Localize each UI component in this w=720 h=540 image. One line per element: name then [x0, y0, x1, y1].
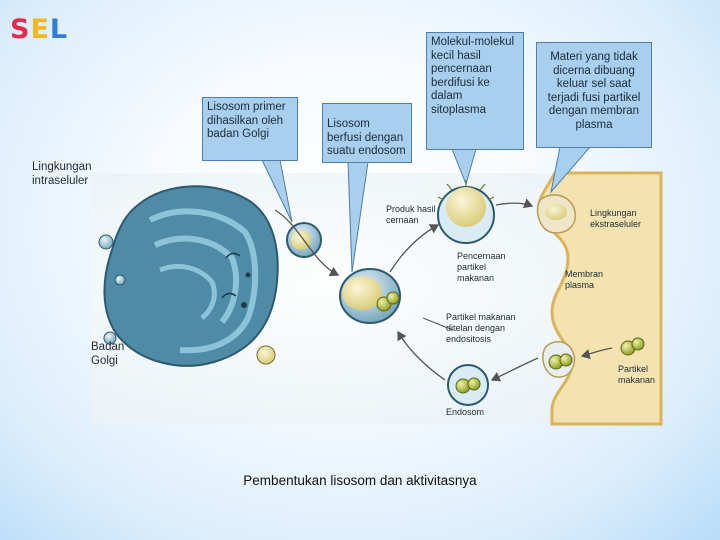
label-extracellular: Lingkungan ekstraseluler	[590, 208, 642, 229]
endocytosis-pit	[542, 341, 576, 378]
callout-undigested-material: Materi yang tidak dicerna dibuang keluar…	[536, 42, 652, 148]
golgi-vesicle	[103, 331, 117, 345]
logo-letter-e: E	[30, 14, 50, 45]
logo-letter-s: S	[10, 14, 31, 45]
external-food-particles	[620, 337, 645, 356]
digesting-lysosome	[437, 180, 495, 244]
arrow-endosome-to-fusion	[397, 330, 446, 381]
label-endosome: Endosom	[446, 407, 485, 417]
figure-caption: Pembentukan lisosom dan aktivitasnya	[243, 473, 477, 488]
label-plasma-membrane: Membran plasma	[565, 269, 604, 290]
callout-lysosome-fuses: Lisosom berfusi dengan suatu endosom	[322, 103, 412, 163]
arrow-golgi-to-endosome	[274, 209, 340, 277]
label-food-ingested: Partikel makanan ditelan dengan endosito…	[446, 312, 516, 344]
label-intracellular: Lingkungan intraseluler	[32, 161, 92, 187]
label-golgi: Badan Golgi	[91, 341, 125, 367]
endosome	[447, 364, 489, 406]
fusing-lysosome	[339, 268, 401, 324]
callout-primary-lysosome: Lisosom primer dihasilkan oleh badan Gol…	[202, 97, 298, 161]
golgi-vesicle	[98, 234, 114, 250]
label-food-digestion: Pencernaan partikel makanan	[457, 251, 506, 283]
arrow-particles-to-membrane	[580, 347, 613, 360]
arrow-fusion-to-digestion	[389, 224, 440, 273]
golgi-vesicle	[256, 345, 276, 365]
golgi-body	[103, 185, 279, 367]
arrow-pit-to-endosome	[490, 357, 539, 382]
label-digestion-products: Produk hasil cernaan	[386, 204, 436, 225]
logo-letter-l: L	[49, 14, 69, 45]
exocytosis-vesicle	[536, 194, 577, 234]
arrow-digestion-to-exocytosis	[495, 198, 534, 209]
leader-ingested	[422, 317, 454, 331]
golgi-vesicle	[114, 274, 126, 286]
callout-small-molecules: Molekul-molekul kecil hasil pencernaan b…	[426, 32, 524, 150]
sel-logo: SEL	[10, 14, 68, 45]
label-food-particles: Partikel makanan	[618, 364, 656, 385]
